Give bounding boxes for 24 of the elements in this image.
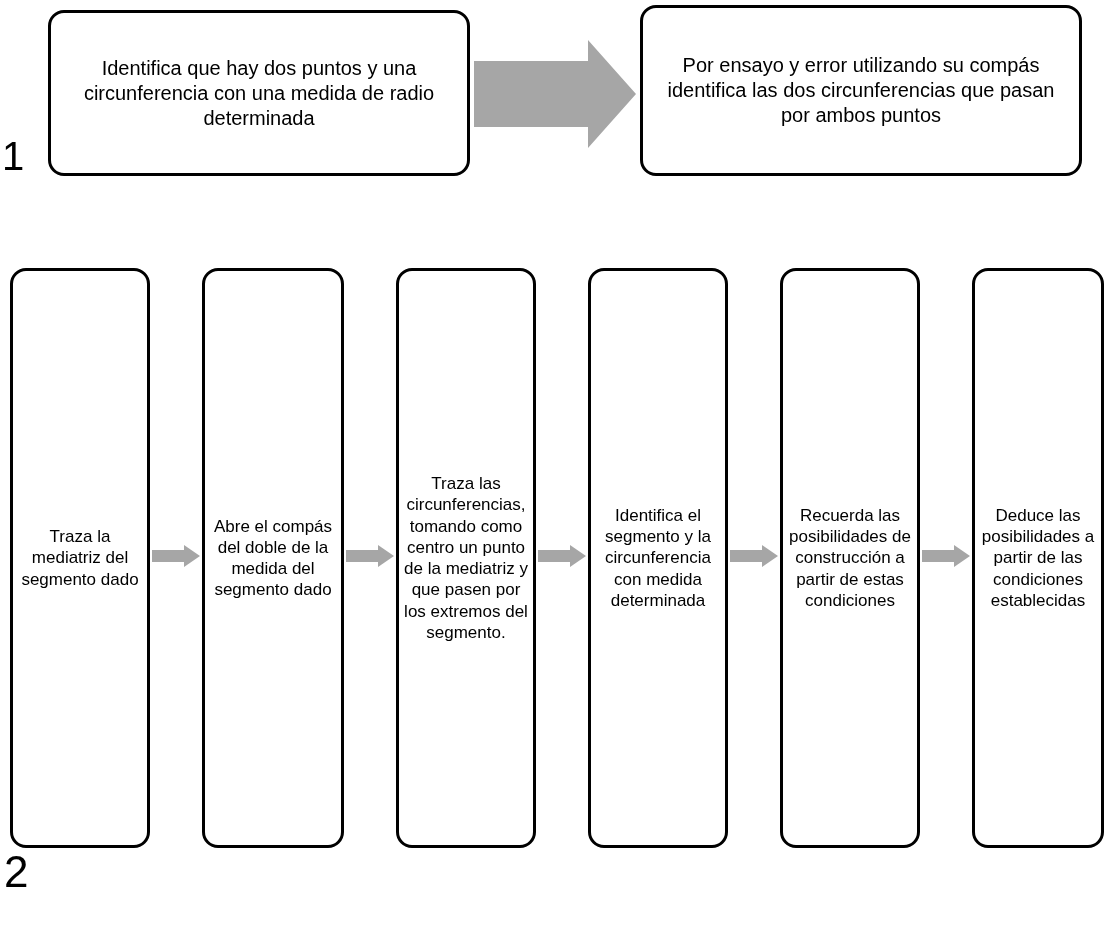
block-arrow — [346, 545, 394, 567]
block-arrow — [152, 545, 200, 567]
process-box — [972, 268, 1104, 848]
step-text: Deduce las posibilidades a partir de las condiciones establecidas — [980, 504, 1096, 612]
step-text: Traza las circunferencias, tomando como centro un punto de la mediatriz y que pasen por los extremos del segmento. — [403, 473, 529, 643]
step-number: 1 — [2, 136, 25, 176]
step-number: 2 — [4, 850, 29, 894]
process-box — [588, 268, 728, 848]
block-arrow — [730, 545, 778, 567]
step-text: Por ensayo y error utilizando su compás identifica las dos circunferencias que pasan por ambos puntos — [666, 53, 1056, 128]
block-arrow — [538, 545, 586, 567]
process-box — [780, 268, 920, 848]
step-text: Recuerda las posibilidades de construcción a partir de estas condiciones — [788, 504, 912, 612]
block-arrow — [474, 40, 636, 148]
step-text: Traza la mediatriz del segmento dado — [20, 526, 140, 590]
process-box — [202, 268, 344, 848]
process-box — [640, 5, 1082, 176]
process-box — [48, 10, 470, 176]
block-arrow — [922, 545, 970, 567]
process-box — [10, 268, 150, 848]
step-text: Identifica que hay dos puntos y una circunferencia con una medida de radio determinada — [82, 55, 436, 131]
step-text: Abre el compás del doble de la medida del segmento dado — [212, 515, 334, 601]
process-box — [396, 268, 536, 848]
step-text: Identifica el segmento y la circunferencia con medida determinada — [604, 504, 712, 612]
